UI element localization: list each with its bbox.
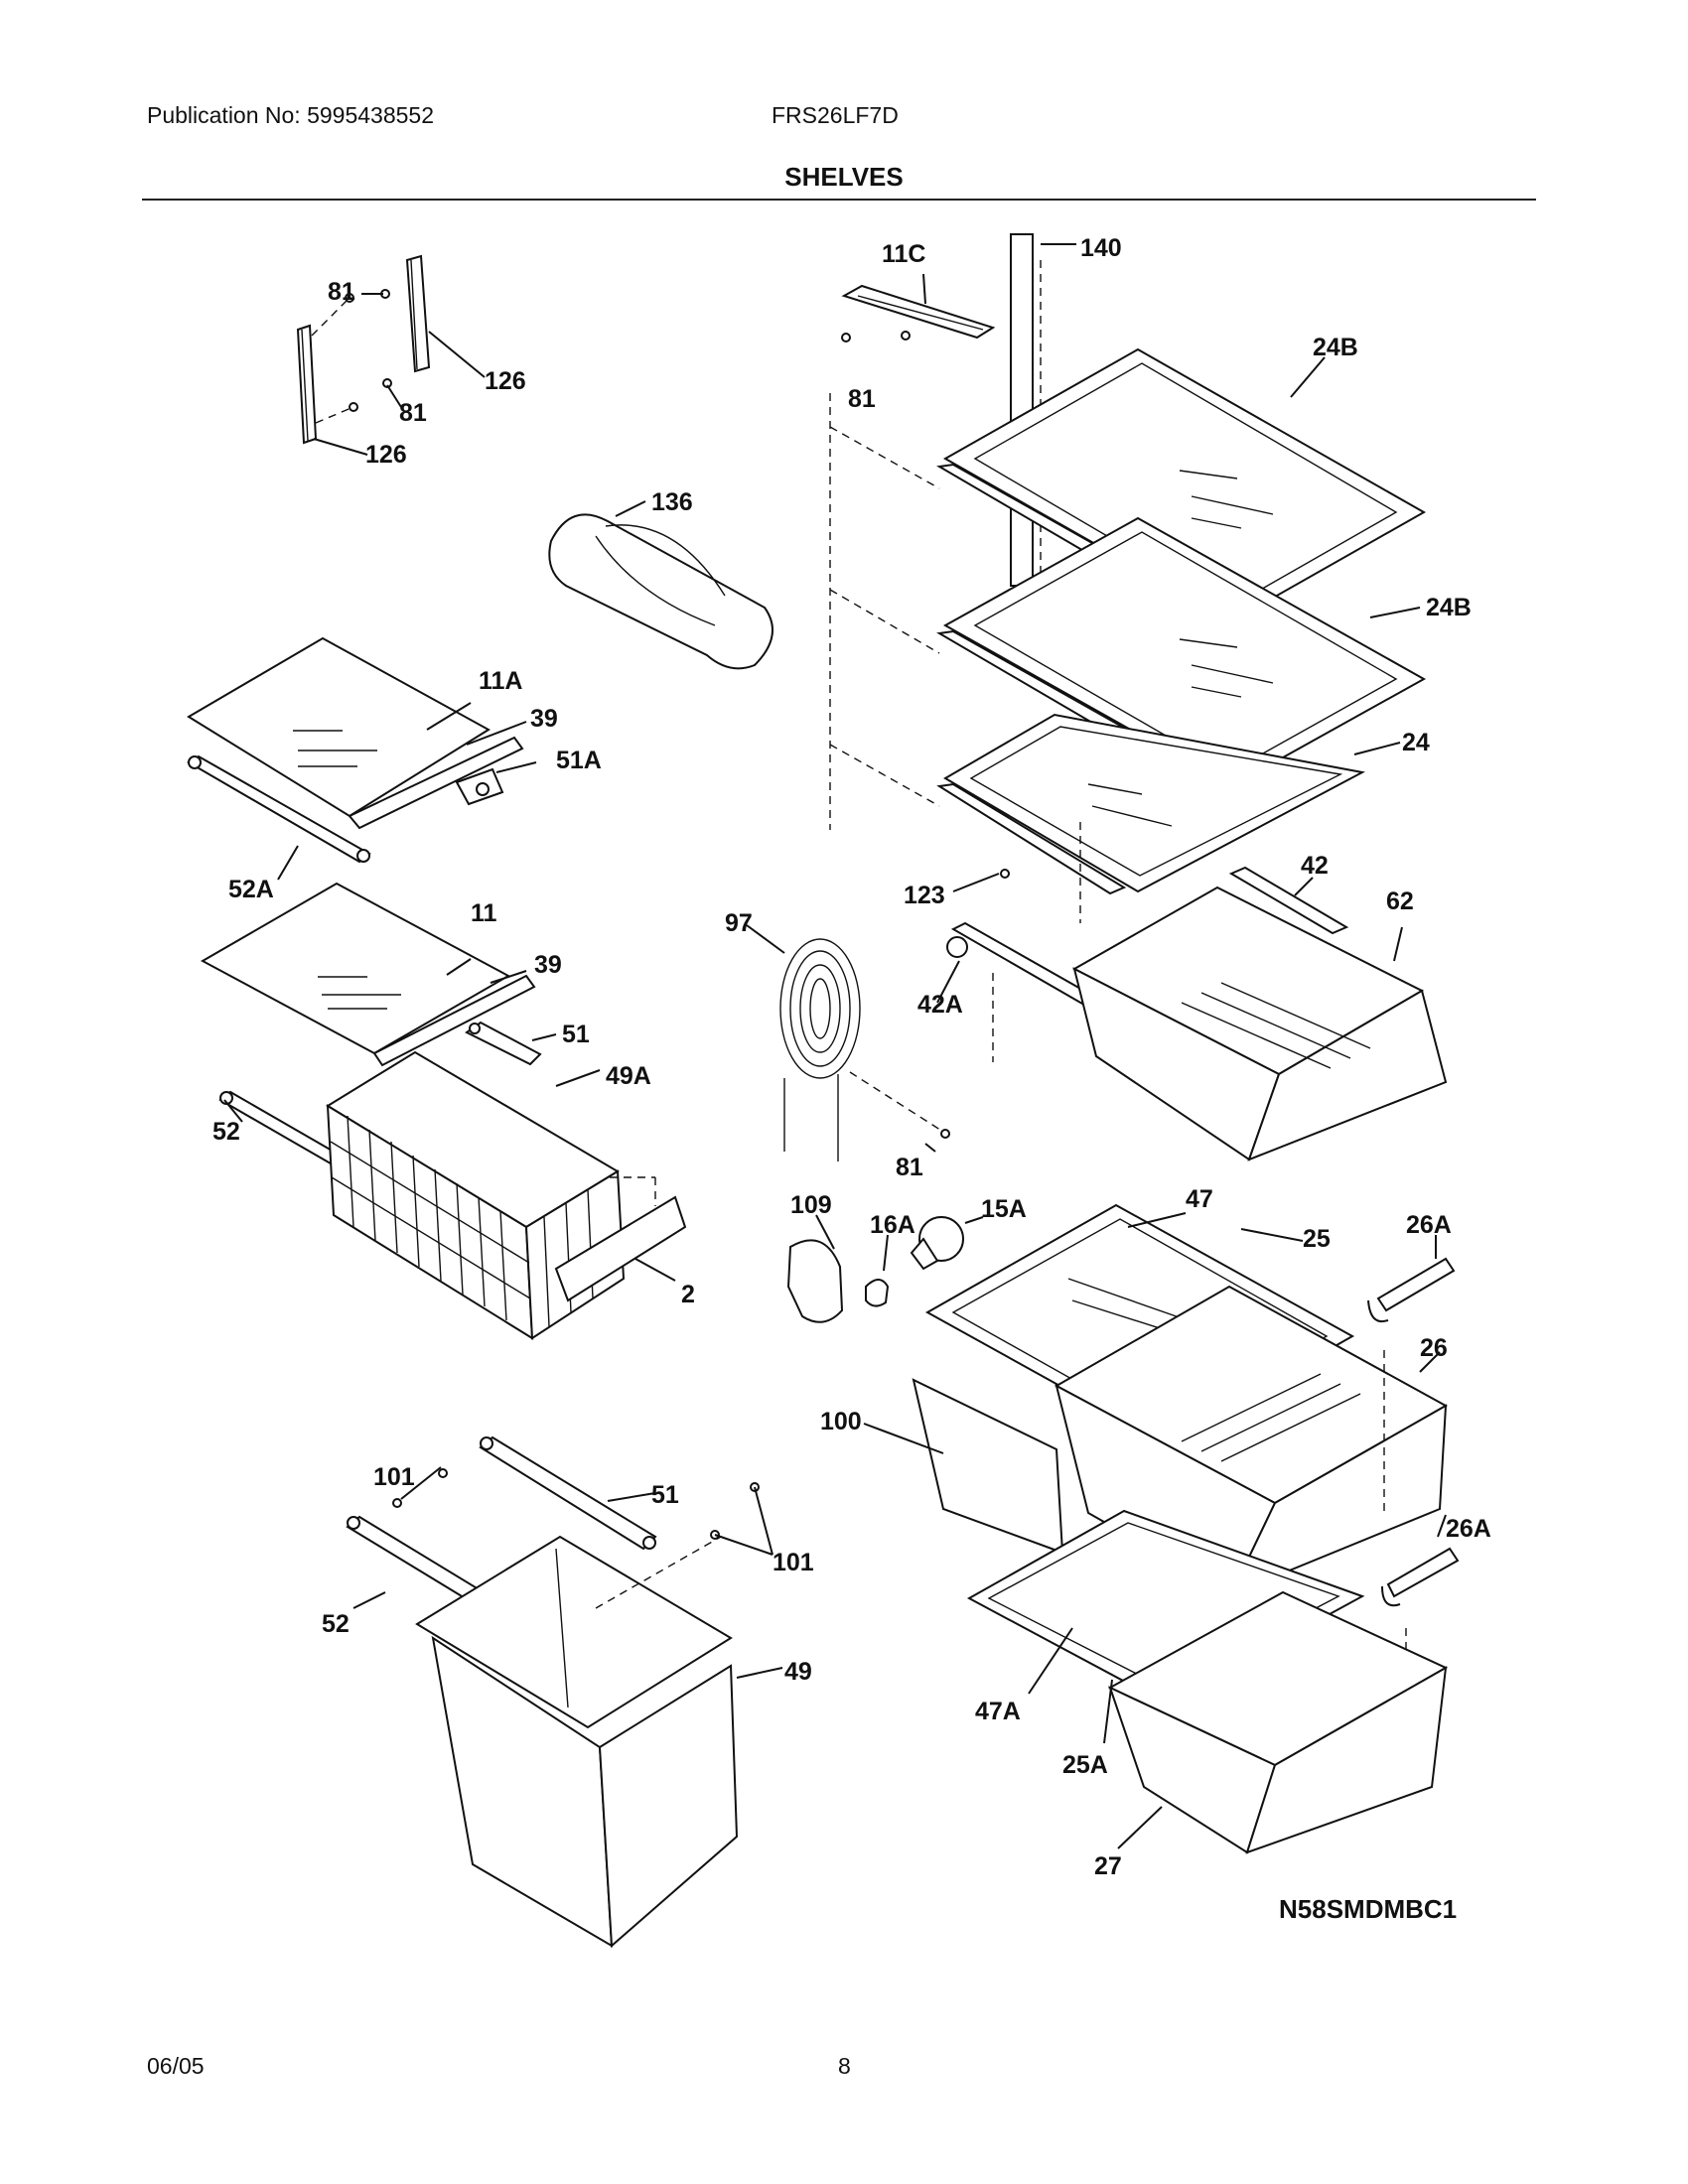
- callout-109: 109: [790, 1191, 832, 1219]
- callout-11A: 11A: [479, 667, 522, 695]
- callout-15A: 15A: [981, 1195, 1027, 1223]
- callout-101: 101: [373, 1463, 415, 1491]
- callout-52: 52: [322, 1610, 350, 1638]
- callout-24B: 24B: [1426, 594, 1472, 621]
- callout-101: 101: [773, 1549, 814, 1576]
- callout-51: 51: [651, 1481, 679, 1509]
- callout-51A: 51A: [556, 747, 602, 774]
- model-number: FRS26LF7D: [772, 102, 899, 128]
- page-title: SHELVES: [784, 162, 904, 192]
- trim-39-upper: [348, 736, 524, 830]
- callout-25A: 25A: [1062, 1751, 1108, 1779]
- callout-126: 126: [485, 367, 526, 395]
- cover-2: [554, 1176, 687, 1302]
- callout-26: 26: [1420, 1334, 1448, 1362]
- cover-47A: [966, 1509, 1365, 1706]
- socket-16A: [865, 1279, 890, 1307]
- callout-42: 42: [1301, 852, 1329, 880]
- callout-2: 2: [681, 1281, 695, 1308]
- screw-81-heater: [940, 1129, 950, 1139]
- callout-11C: 11C: [882, 240, 925, 268]
- cover-136: [548, 513, 774, 670]
- panel-100: [912, 1378, 1064, 1555]
- callout-81: 81: [328, 278, 355, 306]
- callout-81: 81: [896, 1154, 923, 1181]
- cover-11C: [841, 284, 996, 340]
- callout-49: 49: [784, 1658, 812, 1686]
- callout-123: 123: [904, 882, 945, 909]
- crisper-27: [1107, 1590, 1449, 1854]
- slide-51: [465, 1021, 542, 1066]
- callout-16A: 16A: [870, 1211, 915, 1239]
- callout-81: 81: [848, 385, 876, 413]
- bulb-15A: [910, 1216, 964, 1271]
- callout-26A: 26A: [1446, 1515, 1491, 1543]
- callout-11: 11: [471, 899, 497, 927]
- pan-49: [415, 1535, 739, 1949]
- wire-basket-49A: [326, 1050, 626, 1340]
- callout-47A: 47A: [975, 1698, 1021, 1725]
- bracket-126-upper: [405, 254, 431, 373]
- shelf-11A: [187, 636, 491, 818]
- publication-number: Publication No: 5995438552: [147, 102, 435, 128]
- slide-51-lower: [479, 1435, 657, 1551]
- callout-27: 27: [1094, 1852, 1122, 1880]
- callout-140: 140: [1080, 234, 1122, 262]
- callout-52A: 52A: [228, 876, 274, 903]
- page-number: 8: [838, 2053, 851, 2079]
- callout-49A: 49A: [606, 1062, 651, 1090]
- bracket-26A-upper: [1367, 1257, 1456, 1322]
- callout-24B: 24B: [1313, 334, 1358, 361]
- callout-126: 126: [365, 441, 407, 469]
- callout-52: 52: [212, 1118, 240, 1146]
- slide-52A: [187, 754, 371, 864]
- heater-97: [779, 938, 861, 1161]
- bracket-126-lower: [296, 324, 318, 445]
- shelf-24: [936, 713, 1365, 895]
- diagram-code: N58SMDMBC1: [1279, 1894, 1458, 1924]
- cover-109: [786, 1239, 844, 1323]
- bracket-26A-lower: [1381, 1547, 1460, 1607]
- screws-101-right: [710, 1482, 760, 1540]
- screws-81-upper-right: [841, 331, 911, 342]
- callout-136: 136: [651, 488, 693, 516]
- callout-62: 62: [1386, 887, 1414, 915]
- callout-42A: 42A: [917, 991, 963, 1019]
- footer-date: 06/05: [147, 2053, 205, 2079]
- screws-101-left: [392, 1468, 448, 1508]
- title-rule: [142, 199, 1536, 201]
- callout-25: 25: [1303, 1225, 1331, 1253]
- callout-26A: 26A: [1406, 1211, 1452, 1239]
- crisper-62: [1071, 886, 1448, 1161]
- crisper-26: [1054, 1285, 1449, 1596]
- callout-47: 47: [1186, 1185, 1213, 1213]
- shelf-11: [200, 882, 511, 1055]
- trim-39-lower: [372, 974, 536, 1067]
- rail-42: [1228, 866, 1349, 935]
- callout-39: 39: [530, 705, 558, 733]
- callout-39: 39: [534, 951, 562, 979]
- callout-100: 100: [820, 1408, 862, 1435]
- callout-81: 81: [399, 399, 427, 427]
- callout-24: 24: [1402, 729, 1430, 756]
- slide-51A: [455, 767, 504, 806]
- shelf-24B-lower: [936, 516, 1427, 788]
- screws-81-lower: [315, 378, 392, 424]
- callout-97: 97: [725, 909, 753, 937]
- callout-51: 51: [562, 1021, 590, 1048]
- screw-123: [1000, 869, 1010, 879]
